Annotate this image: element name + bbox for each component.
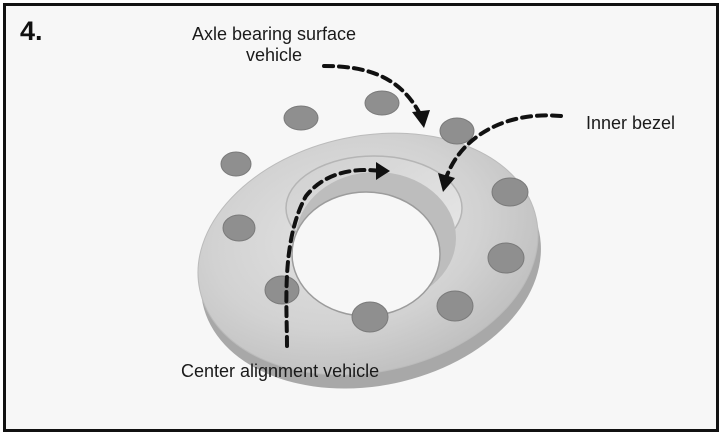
label-axle-line1: Axle bearing surface <box>191 24 357 44</box>
arrow-axle-bearing <box>322 64 423 118</box>
center-bore <box>291 191 441 317</box>
bolt-holes <box>220 90 529 333</box>
arrowhead-axle <box>412 110 430 128</box>
bolt-hole <box>264 275 300 305</box>
label-axle-bearing-surface: Axle bearing surface vehicle <box>174 24 374 66</box>
diagram-frame: 4. Axle bearing surface vehicle Inner be… <box>3 3 719 432</box>
bolt-hole <box>351 301 389 333</box>
label-axle-line2: vehicle <box>245 45 303 66</box>
bolt-hole <box>222 214 256 242</box>
bolt-hole <box>283 105 319 131</box>
arrow-inner-bezel <box>444 113 563 180</box>
arrow-center-alignment <box>284 168 383 348</box>
label-center-alignment: Center alignment vehicle <box>181 361 380 381</box>
arrowhead-bezel <box>438 173 455 192</box>
bolt-hole <box>220 151 252 177</box>
wheel-spacer-illustration <box>197 64 563 389</box>
arrowhead-center <box>376 162 390 180</box>
bolt-hole <box>439 117 475 145</box>
bolt-hole <box>364 90 400 116</box>
bolt-hole <box>487 242 525 274</box>
bolt-hole <box>491 177 529 207</box>
label-inner-bezel: Inner bezel <box>586 113 676 133</box>
bolt-hole <box>436 290 474 322</box>
step-number: 4. <box>20 16 43 46</box>
